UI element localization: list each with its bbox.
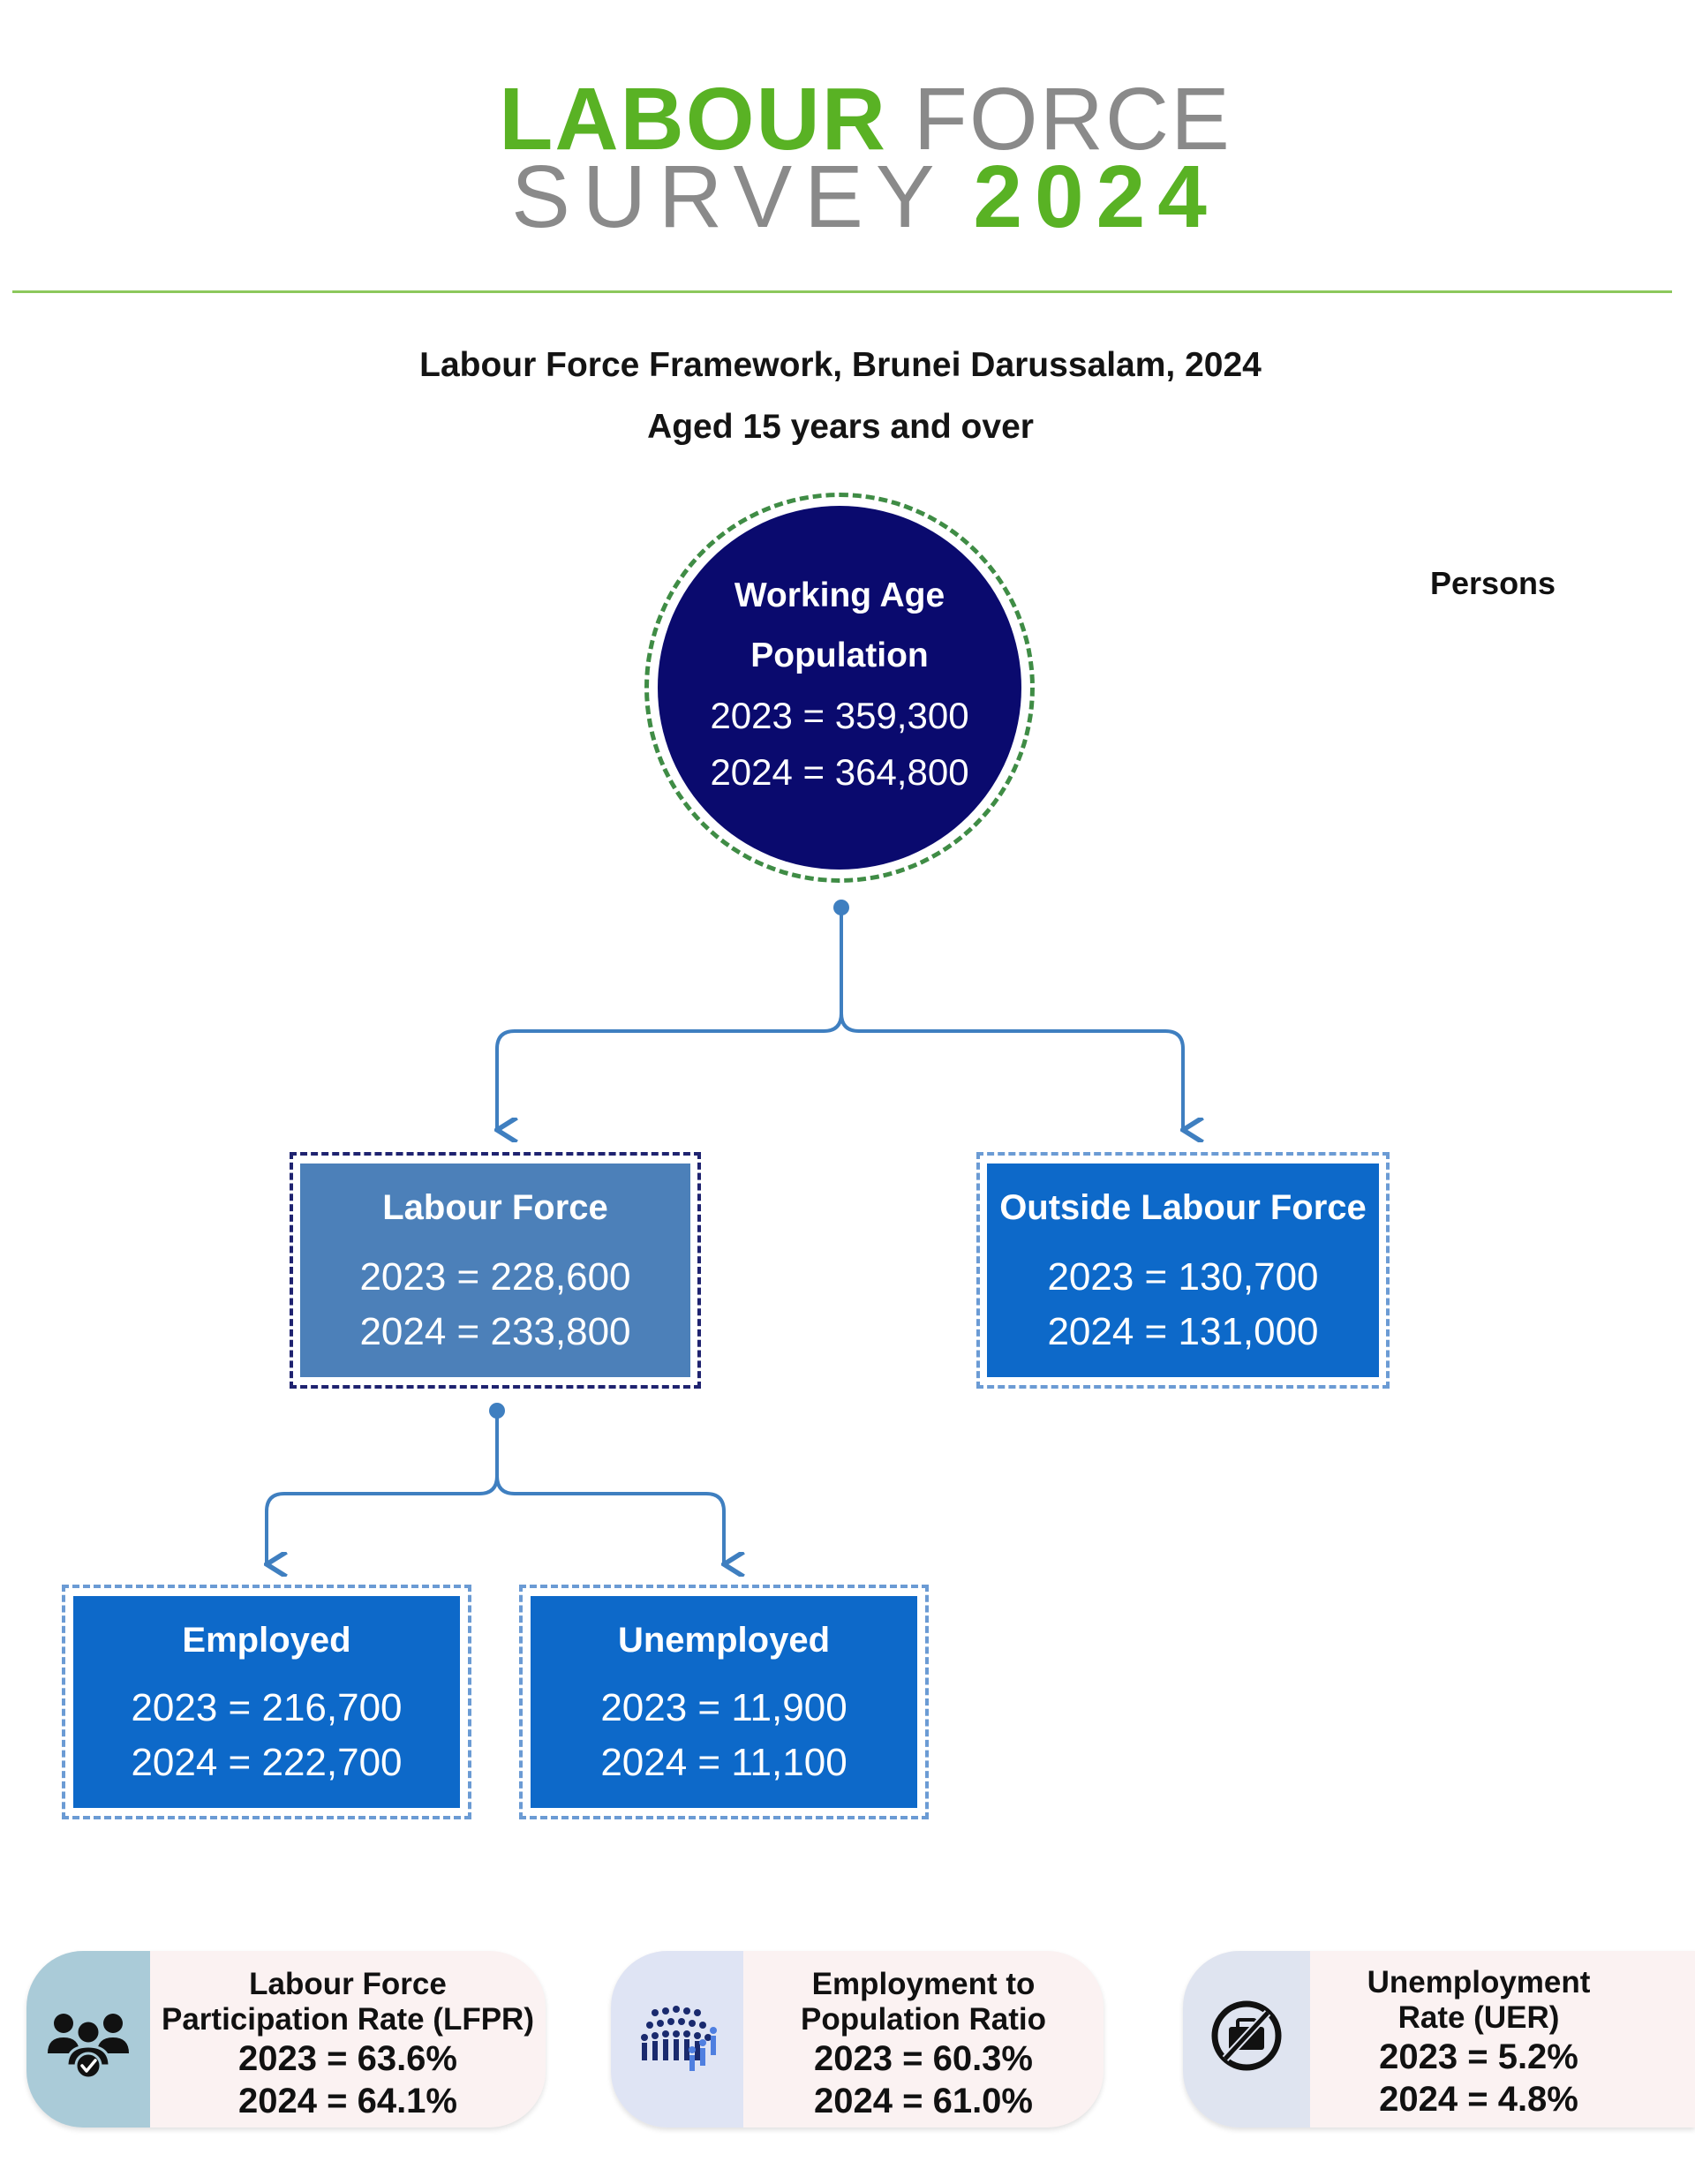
uer-label-2: Rate (UER) xyxy=(1397,2000,1560,2035)
title-line-2: SURVEY 2024 xyxy=(0,148,1695,245)
uer-label-1: Unemployment xyxy=(1367,1965,1591,1999)
labour-force-node: Labour Force 2023 = 228,600 2024 = 233,8… xyxy=(300,1164,690,1377)
epr-label-2: Population Ratio xyxy=(800,2002,1047,2037)
employed-label: Employed xyxy=(182,1621,351,1660)
crowd-icon xyxy=(641,2006,717,2071)
indicator-card-epr: Employment to Population Ratio 2023 = 60… xyxy=(611,1951,1104,2128)
lfpr-2023: 2023 = 63.6% xyxy=(238,2039,457,2078)
lfpr-label-1: Labour Force xyxy=(249,1967,447,2001)
uer-text: Unemployment Rate (UER) 2023 = 5.2% 2024… xyxy=(1310,1965,1647,2120)
indicator-card-lfpr: Labour Force Participation Rate (LFPR) 2… xyxy=(26,1951,546,2128)
title-labour: LABOUR xyxy=(499,70,887,169)
working-age-population-node: Working Age Population 2023 = 359,300 20… xyxy=(658,506,1021,870)
labour-force-label: Labour Force xyxy=(382,1188,608,1227)
title-year: 2024 xyxy=(973,147,1219,246)
employed-frame xyxy=(62,1585,471,1819)
framework-title: Labour Force Framework, Brunei Darussala… xyxy=(419,346,1262,384)
unemployed-label: Unemployed xyxy=(617,1621,831,1660)
indicator-card-uer: Unemployment Rate (UER) 2023 = 5.2% 2024… xyxy=(1183,1951,1695,2128)
uer-2024: 2024 = 4.8% xyxy=(1379,2080,1578,2119)
working-age-ring xyxy=(644,493,1035,883)
outside-labour-force-frame xyxy=(976,1152,1390,1389)
uer-2023: 2023 = 5.2% xyxy=(1379,2037,1578,2076)
outside-labour-force-node: Outside Labour Force 2023 = 130,700 2024… xyxy=(987,1164,1379,1377)
header-divider xyxy=(12,290,1672,293)
group-check-icon xyxy=(48,2014,129,2080)
working-age-2023: 2023 = 359,300 xyxy=(710,695,969,736)
no-briefcase-icon xyxy=(1211,2000,1282,2071)
outside-labour-force-2024: 2024 = 131,000 xyxy=(1047,1310,1319,1353)
title-survey: SURVEY xyxy=(511,147,947,246)
working-age-label-1: Working Age xyxy=(734,576,945,614)
unemployed-node: Unemployed 2023 = 11,900 2024 = 11,100 xyxy=(531,1596,917,1808)
unemployed-2023: 2023 = 11,900 xyxy=(600,1686,848,1729)
lfpr-label-2: Participation Rate (LFPR) xyxy=(162,2002,534,2037)
lfpr-2024: 2024 = 64.1% xyxy=(238,2082,457,2120)
epr-text: Employment to Population Ratio 2023 = 60… xyxy=(743,1967,1104,2122)
labour-force-2024: 2024 = 233,800 xyxy=(359,1310,631,1353)
epr-icon-panel xyxy=(611,1951,743,2128)
epr-label-1: Employment to xyxy=(811,1967,1036,2001)
employed-2023: 2023 = 216,700 xyxy=(131,1686,403,1729)
working-age-2024: 2024 = 364,800 xyxy=(710,751,969,793)
labour-force-2023: 2023 = 228,600 xyxy=(359,1255,631,1299)
employed-node: Employed 2023 = 216,700 2024 = 222,700 xyxy=(73,1596,460,1808)
unemployed-2024: 2024 = 11,100 xyxy=(600,1741,848,1784)
outside-labour-force-2023: 2023 = 130,700 xyxy=(1047,1255,1319,1299)
framework-subtitle: Aged 15 years and over xyxy=(647,408,1034,446)
outside-labour-force-label: Outside Labour Force xyxy=(999,1188,1367,1227)
labour-force-frame xyxy=(290,1152,701,1389)
epr-2024: 2024 = 61.0% xyxy=(814,2082,1033,2120)
title-force: FORCE xyxy=(913,70,1232,169)
epr-2023: 2023 = 60.3% xyxy=(814,2039,1033,2078)
unemployed-frame xyxy=(519,1585,929,1819)
lfpr-text: Labour Force Participation Rate (LFPR) 2… xyxy=(150,1967,546,2122)
employed-2024: 2024 = 222,700 xyxy=(131,1741,403,1784)
unit-label: Persons xyxy=(1430,565,1556,601)
uer-icon-panel xyxy=(1183,1951,1310,2128)
working-age-label-2: Population xyxy=(750,636,929,674)
title-line-1: LABOUR FORCE xyxy=(0,71,1695,168)
lfpr-icon-panel xyxy=(26,1951,150,2128)
